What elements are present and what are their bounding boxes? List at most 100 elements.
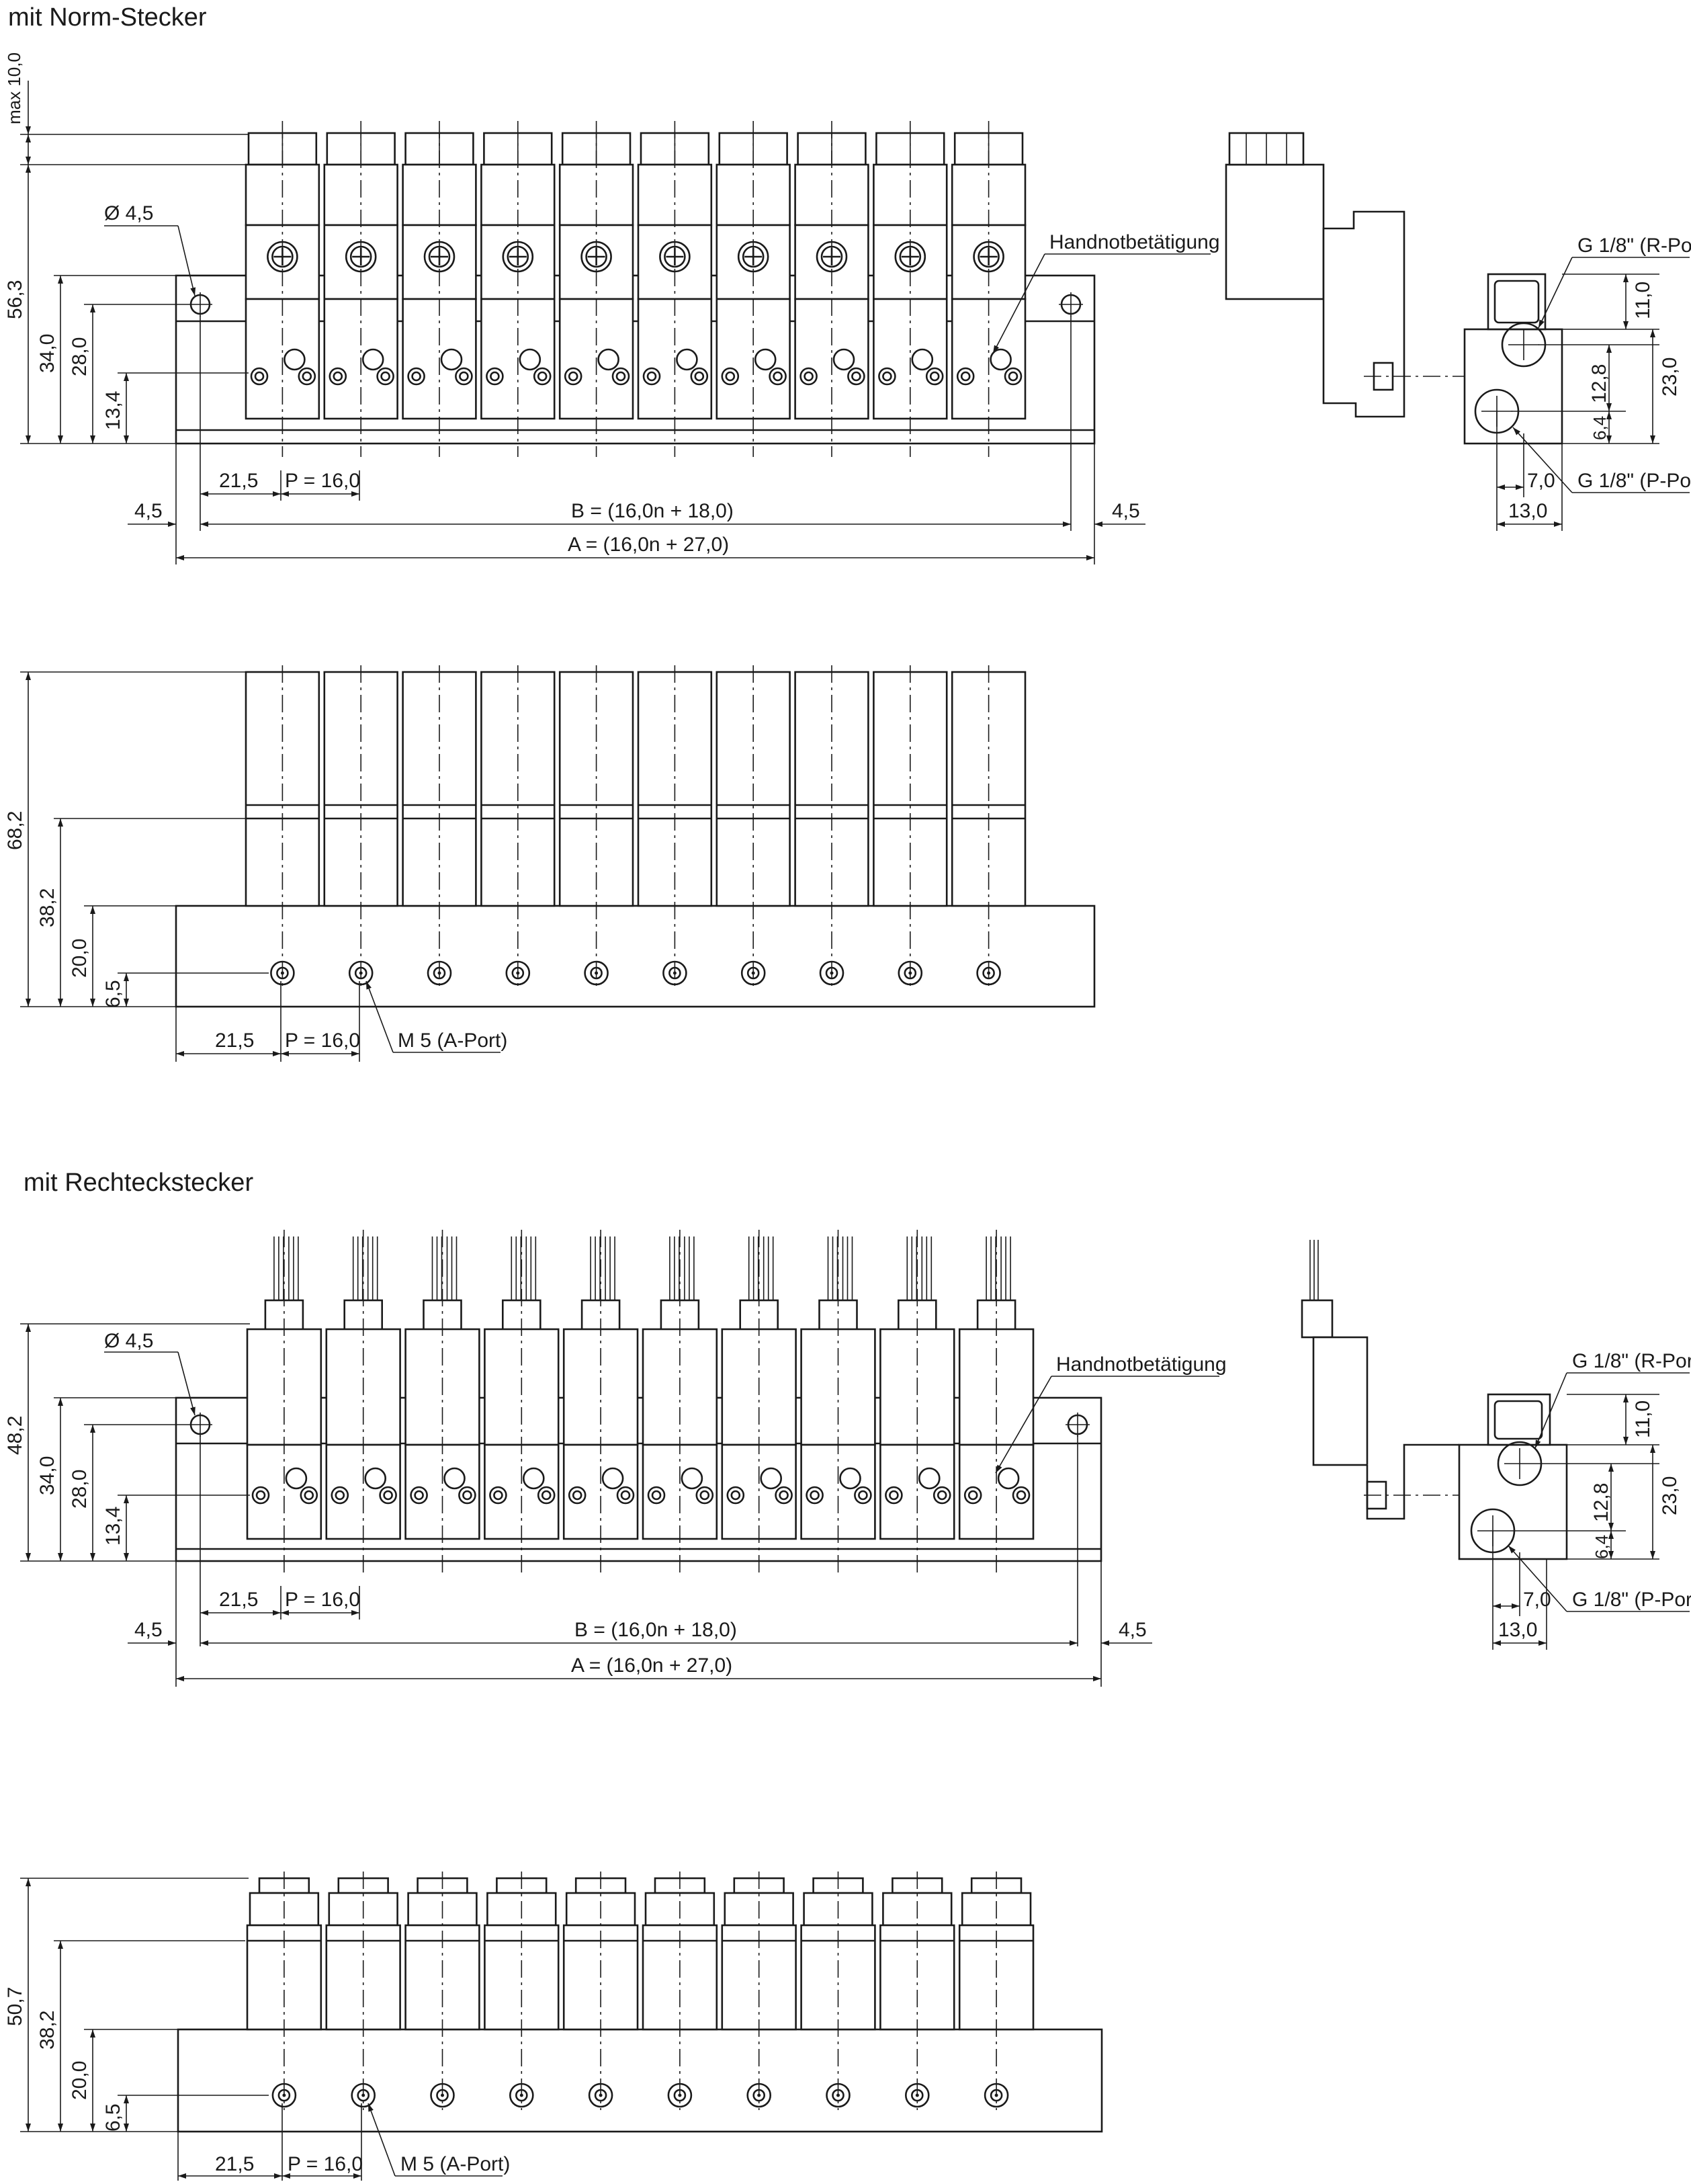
valve-port xyxy=(806,1486,824,1505)
front-dim-height-4-2: 6,5 xyxy=(102,2103,124,2132)
side-dim-13: 13,0 xyxy=(1508,500,1547,522)
label-manual-override: Handnotbetätigung xyxy=(1049,231,1220,253)
valve-port xyxy=(847,367,865,386)
section-2-front-view xyxy=(177,1872,1103,2133)
front-dim-height-2: 38,2 xyxy=(36,888,58,927)
front-dim-first-offset: 21,5 xyxy=(215,1030,254,1052)
front-dim-height-2-2: 38,2 xyxy=(36,2011,58,2050)
manual-override-button xyxy=(676,348,698,371)
a-port xyxy=(584,960,609,986)
valve-port xyxy=(533,367,552,386)
valve-port xyxy=(925,367,944,386)
front-dim-total-height: 68,2 xyxy=(4,811,26,850)
section-2-top-view xyxy=(175,1230,1102,1572)
dim-b-2: B = (16,0n + 18,0) xyxy=(574,1619,737,1641)
manual-override-button xyxy=(839,1467,861,1490)
valve-port xyxy=(642,367,661,386)
a-port xyxy=(746,2083,771,2108)
front-dim-height-4: 6,5 xyxy=(102,980,124,1008)
valve-front xyxy=(402,665,477,988)
section-1-front-view xyxy=(175,665,1096,1008)
valve-port xyxy=(376,367,394,386)
valve xyxy=(873,121,948,457)
valve xyxy=(794,121,869,457)
manifold-base-front-2 xyxy=(177,2028,1103,2133)
a-port xyxy=(667,2083,693,2108)
a-port xyxy=(662,960,687,986)
side-dim-12-8: 12,8 xyxy=(1588,364,1610,403)
dim-pitch: P = 16,0 xyxy=(285,470,360,492)
valve xyxy=(951,121,1027,457)
valve xyxy=(642,1230,718,1572)
manual-override-button xyxy=(754,348,777,371)
dim-edge-right-2: 4,5 xyxy=(1119,1619,1147,1641)
valve-port xyxy=(611,367,630,386)
valve-port xyxy=(1004,367,1023,386)
valve-front xyxy=(958,1872,1035,2110)
side-dim-11: 11,0 xyxy=(1632,282,1654,319)
side-dim-23: 23,0 xyxy=(1659,358,1681,396)
valve xyxy=(562,1230,639,1572)
dim-pitch-2: P = 16,0 xyxy=(285,1589,360,1611)
manual-override-button xyxy=(681,1467,703,1490)
section-2-front-dimensions: 50,7 38,2 20,0 6,5 21,5 P = 16,0 M 5 (A-… xyxy=(4,1878,510,2181)
valve-front xyxy=(879,1872,955,2110)
valve xyxy=(716,121,791,457)
manual-override-button xyxy=(284,348,306,371)
valve xyxy=(958,1230,1035,1572)
valve-port xyxy=(298,367,316,386)
dim-total-height: 56,3 xyxy=(4,280,26,319)
valve-front xyxy=(245,665,320,988)
valve-port xyxy=(854,1486,872,1505)
front-dim-pitch-2: P = 16,0 xyxy=(288,2153,363,2175)
valve-front xyxy=(873,665,948,988)
valve xyxy=(402,121,477,457)
valve-port xyxy=(956,367,975,386)
dim-max-height: max 10,0 xyxy=(4,52,24,124)
valve-front xyxy=(323,665,398,988)
valve-port xyxy=(721,367,740,386)
a-port xyxy=(976,960,1001,986)
valve-plug-front xyxy=(249,1892,320,1927)
valve-front xyxy=(562,1872,639,2110)
side-port-p-label-2: G 1/8" (P-Port) xyxy=(1572,1589,1691,1611)
valve-port xyxy=(537,1486,556,1505)
label-manual-override-2: Handnotbetätigung xyxy=(1056,1353,1227,1376)
valve-port xyxy=(251,1486,270,1505)
dim-hole-diameter-2: Ø 4,5 xyxy=(104,1330,153,1352)
manual-override-button xyxy=(440,348,463,371)
valve-port xyxy=(407,367,425,386)
valve xyxy=(245,121,320,457)
valve xyxy=(323,121,398,457)
front-dim-pitch: P = 16,0 xyxy=(285,1030,360,1052)
valve xyxy=(879,1230,955,1572)
side-dim-6-4: 6,4 xyxy=(1590,416,1610,440)
section-1-side-view: 11,0 23,0 12,8 6,4 7,0 13,0 G 1/8" (R-Po… xyxy=(1225,132,1691,531)
manual-override-button xyxy=(522,1467,545,1490)
manual-override-button xyxy=(760,1467,782,1490)
valve xyxy=(721,1230,797,1572)
dim-height-4-2: 13,4 xyxy=(102,1507,124,1546)
valve-front xyxy=(794,665,869,988)
manual-override-button xyxy=(361,348,384,371)
section-2-title: mit Rechteckstecker xyxy=(24,1169,253,1197)
valve-port xyxy=(300,1486,318,1505)
valve-port xyxy=(690,367,709,386)
a-port xyxy=(984,2083,1009,2108)
manual-override-button xyxy=(597,348,619,371)
valve xyxy=(800,1230,876,1572)
valve xyxy=(480,121,556,457)
dim-height-3-2: 28,0 xyxy=(69,1470,91,1509)
valve-port xyxy=(726,1486,745,1505)
dim-edge-left-2: 4,5 xyxy=(134,1619,163,1641)
valve-port xyxy=(616,1486,635,1505)
valve-port xyxy=(489,1486,507,1505)
side-dim-12-8-2: 12,8 xyxy=(1590,1483,1612,1522)
dim-edge-right: 4,5 xyxy=(1112,500,1140,522)
front-dim-height-3: 20,0 xyxy=(69,939,91,978)
valve-front xyxy=(484,1872,560,2110)
valve-front xyxy=(480,665,556,988)
manual-override-button xyxy=(519,348,541,371)
a-port xyxy=(740,960,766,986)
